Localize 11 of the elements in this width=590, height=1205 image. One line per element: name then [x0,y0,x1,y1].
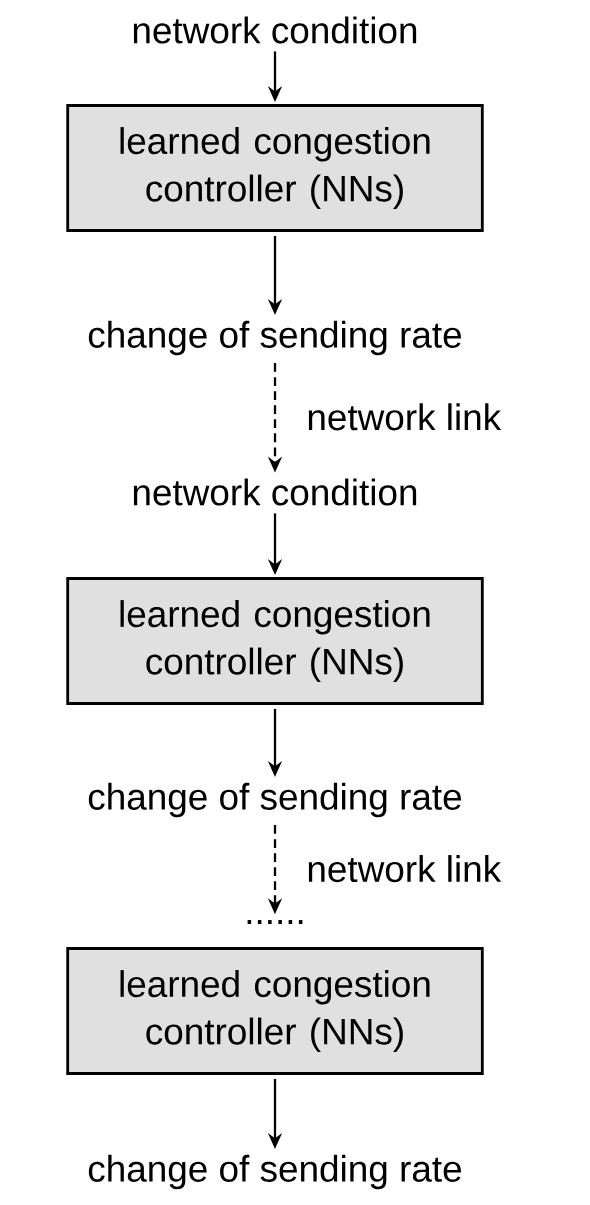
controller-box: learned congestion controller (NNs) [66,577,484,705]
edge-label: network link [302,399,505,434]
edge-label: network link [302,851,505,886]
controller-box: learned congestion controller (NNs) [66,104,484,232]
text-label: change of sending rate [88,320,461,356]
text-label: network condition [133,478,417,506]
text-label: change of sending rate [88,1154,461,1190]
controller-box: learned congestion controller (NNs) [66,947,484,1075]
text-label: ...... [247,920,303,924]
text-label: network condition [133,16,417,44]
text-label: change of sending rate [88,782,461,818]
